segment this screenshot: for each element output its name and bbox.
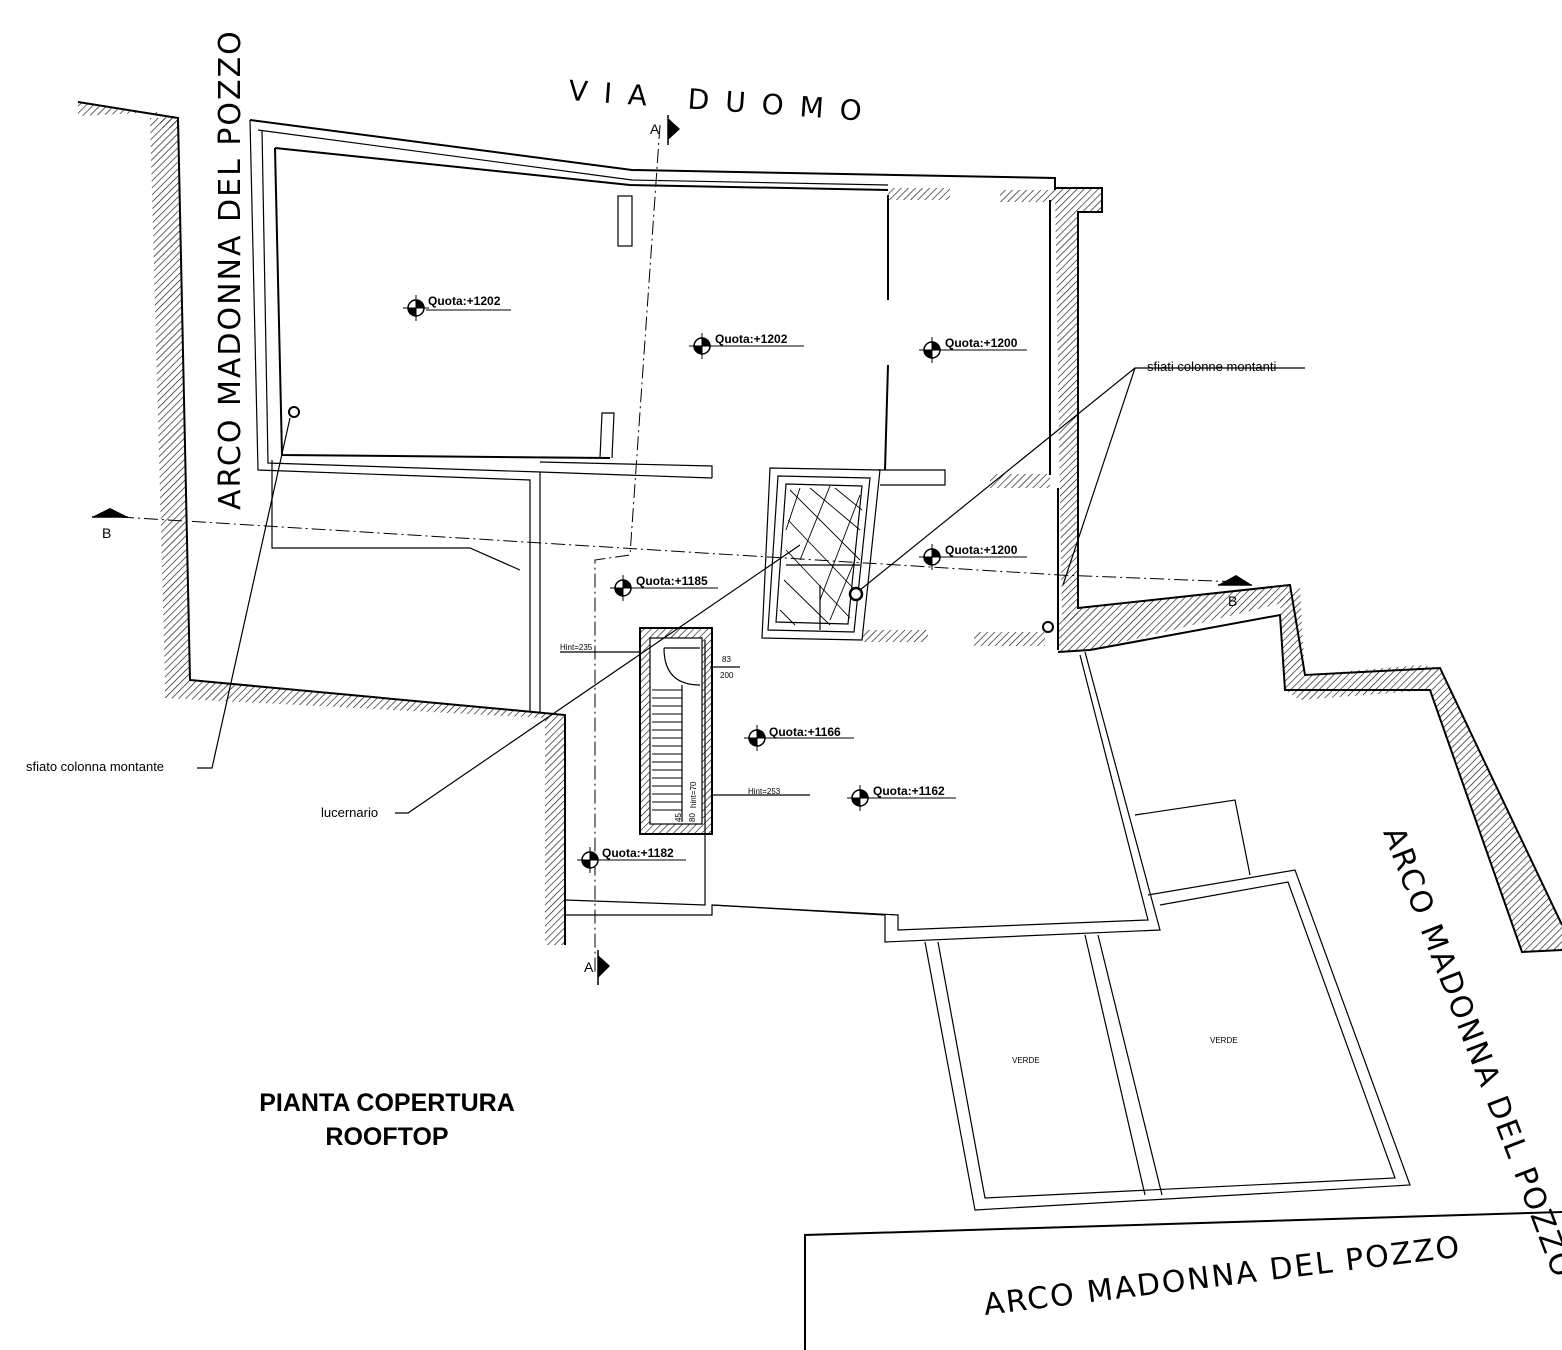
section-b-left-label: B bbox=[102, 525, 111, 541]
elevation-marker-icon bbox=[744, 725, 854, 751]
height-label: Hint=253 bbox=[748, 787, 781, 796]
vent-label: sfiato colonna montante bbox=[26, 759, 164, 774]
elevation-label: Quota:+1202 bbox=[715, 332, 788, 346]
elevation-label: Quota:+1200 bbox=[945, 543, 1018, 557]
dimension-label: 80 bbox=[688, 813, 697, 822]
drawing-title: PIANTA COPERTURA ROOFTOP bbox=[259, 1089, 515, 1151]
section-a-top-label: A bbox=[650, 121, 660, 137]
dimension-label: 83 bbox=[722, 655, 731, 664]
elevation-label: Quota:+1166 bbox=[769, 725, 841, 739]
vent-icon bbox=[288, 406, 300, 418]
elevation-marker-icon bbox=[847, 785, 956, 811]
stair bbox=[639, 627, 740, 835]
elevation-label: Quota:+1182 bbox=[602, 846, 674, 860]
hatched-walls bbox=[78, 102, 1562, 952]
height-label: Hint=235 bbox=[560, 643, 593, 652]
elevation-marker-icon bbox=[689, 333, 804, 359]
section-lines bbox=[119, 124, 1241, 975]
elevation-marker-icon bbox=[577, 847, 686, 873]
street-label-top: VIA DUOMO bbox=[568, 74, 879, 129]
wall-outlines bbox=[77, 101, 1562, 954]
skylight-label: lucernario bbox=[321, 805, 378, 820]
title-line-1: PIANTA COPERTURA bbox=[259, 1089, 515, 1117]
vent-icon bbox=[1042, 621, 1054, 633]
dimension-label: 200 bbox=[720, 671, 734, 680]
elevation-marker-icon bbox=[403, 295, 511, 321]
elevation-labels: Quota:+1202 Quota:+1202 Quota:+1200 Quot… bbox=[428, 294, 1018, 860]
dimension-label: 45 bbox=[674, 813, 683, 822]
vent-pipes bbox=[288, 406, 1054, 633]
street-label-left: ARCO MADONNA DEL POZZO bbox=[213, 29, 248, 510]
elevation-markers bbox=[403, 295, 1027, 873]
annotations: sfiati colonne montanti sfiato colonna m… bbox=[26, 359, 1276, 1065]
vents-label: sfiati colonne montanti bbox=[1147, 359, 1276, 374]
section-a-bottom-label: A bbox=[584, 959, 594, 975]
elevation-marker-icon bbox=[919, 544, 1027, 570]
street-label-bottom: ARCO MADONNA DEL POZZO bbox=[982, 1230, 1463, 1323]
section-b-right-label: B bbox=[1228, 593, 1237, 609]
section-markers: A A B B bbox=[92, 115, 1252, 985]
leader-lines bbox=[197, 367, 1305, 814]
elevation-label: Quota:+1202 bbox=[428, 294, 501, 308]
green-area-label: VERDE bbox=[1012, 1056, 1040, 1065]
elevation-label: Quota:+1162 bbox=[873, 784, 945, 798]
elevation-marker-icon bbox=[610, 575, 718, 601]
elevation-marker-icon bbox=[919, 337, 1027, 363]
skylight bbox=[761, 467, 881, 641]
building-outline bbox=[249, 119, 1059, 713]
elevation-label: Quota:+1185 bbox=[636, 574, 708, 588]
title-line-2: ROOFTOP bbox=[325, 1123, 448, 1151]
stair-height-label: hint=70 bbox=[689, 781, 698, 808]
elevation-label: Quota:+1200 bbox=[945, 336, 1018, 350]
vent-icon bbox=[848, 586, 864, 602]
green-area-label: VERDE bbox=[1210, 1036, 1238, 1045]
